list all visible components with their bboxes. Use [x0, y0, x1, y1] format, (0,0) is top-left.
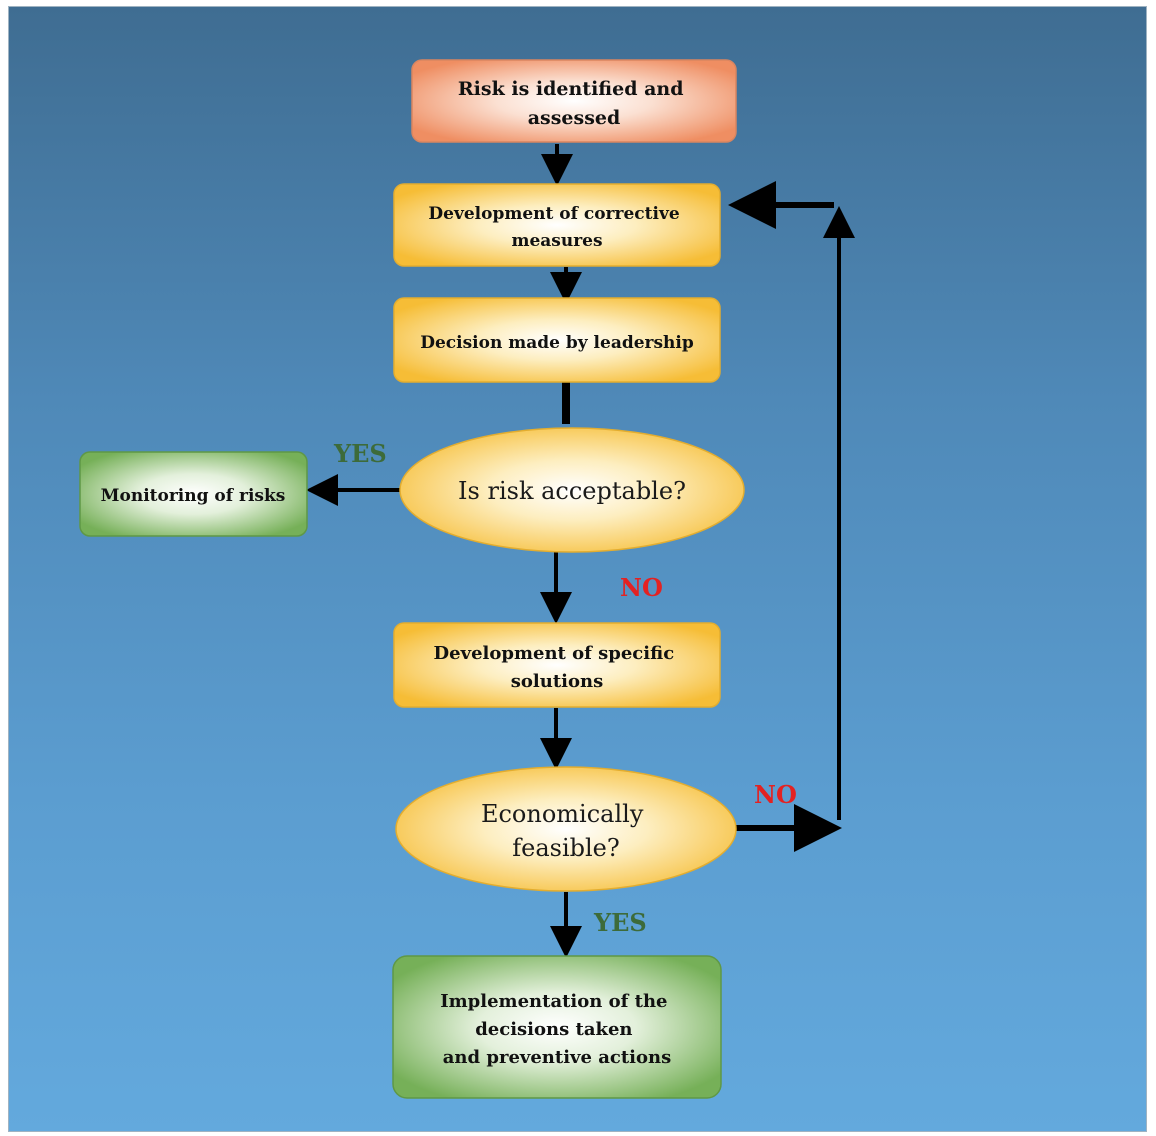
node-risk-identified: Risk is identified and assessed [411, 59, 737, 143]
corrective-line-1: Development of corrective [428, 204, 679, 224]
implementation-line-3: and preventive actions [443, 1047, 671, 1068]
leadership-line-1: Decision made by leadership [420, 333, 694, 353]
connectors [306, 144, 855, 958]
svg-text:Is risk acceptable?: Is risk acceptable? [458, 477, 686, 505]
node-economically-feasible: Economically feasible? [395, 766, 737, 892]
corrective-line-2: measures [511, 231, 602, 251]
svg-text:Monitoring of risks: Monitoring of risks [101, 486, 286, 506]
svg-text:Development of specific: Development of specific solutions [434, 643, 681, 692]
acceptable-line-1: Is risk acceptable? [458, 477, 686, 505]
risk-identified-line-1: Risk is identified and [458, 78, 684, 100]
svg-text:Decision made by leadership: Decision made by leadership [420, 333, 694, 353]
svg-text:Implementation of the: Implementation of the decisions taken an… [440, 991, 674, 1068]
svg-text:Economically feasible?: Economically feasible? [481, 800, 651, 862]
implementation-line-1: Implementation of the [440, 991, 667, 1012]
solutions-line-1: Development of specific [434, 643, 675, 664]
node-risk-acceptable: Is risk acceptable? [399, 427, 745, 553]
node-implementation: Implementation of the decisions taken an… [392, 955, 722, 1099]
node-specific-solutions: Development of specific solutions [393, 622, 721, 708]
svg-text:Development of corrective: Development of corrective measures [428, 204, 685, 251]
solutions-line-2: solutions [511, 671, 603, 692]
label-no-feasible: NO [754, 780, 797, 809]
label-yes-feasible: YES [593, 908, 647, 937]
svg-text:Risk is identified and: Risk is identified and assessed [458, 78, 690, 129]
monitoring-line-1: Monitoring of risks [101, 486, 286, 506]
label-no-acceptable: NO [620, 573, 663, 602]
feasible-line-2: feasible? [512, 834, 620, 862]
implementation-line-2: decisions taken [475, 1019, 632, 1040]
node-corrective-measures: Development of corrective measures [393, 183, 721, 267]
label-yes-monitoring: YES [333, 439, 387, 468]
feasible-line-1: Economically [481, 800, 644, 828]
risk-identified-line-2: assessed [528, 107, 621, 129]
node-monitoring: Monitoring of risks [79, 451, 308, 537]
node-leadership-decision: Decision made by leadership [393, 297, 721, 383]
